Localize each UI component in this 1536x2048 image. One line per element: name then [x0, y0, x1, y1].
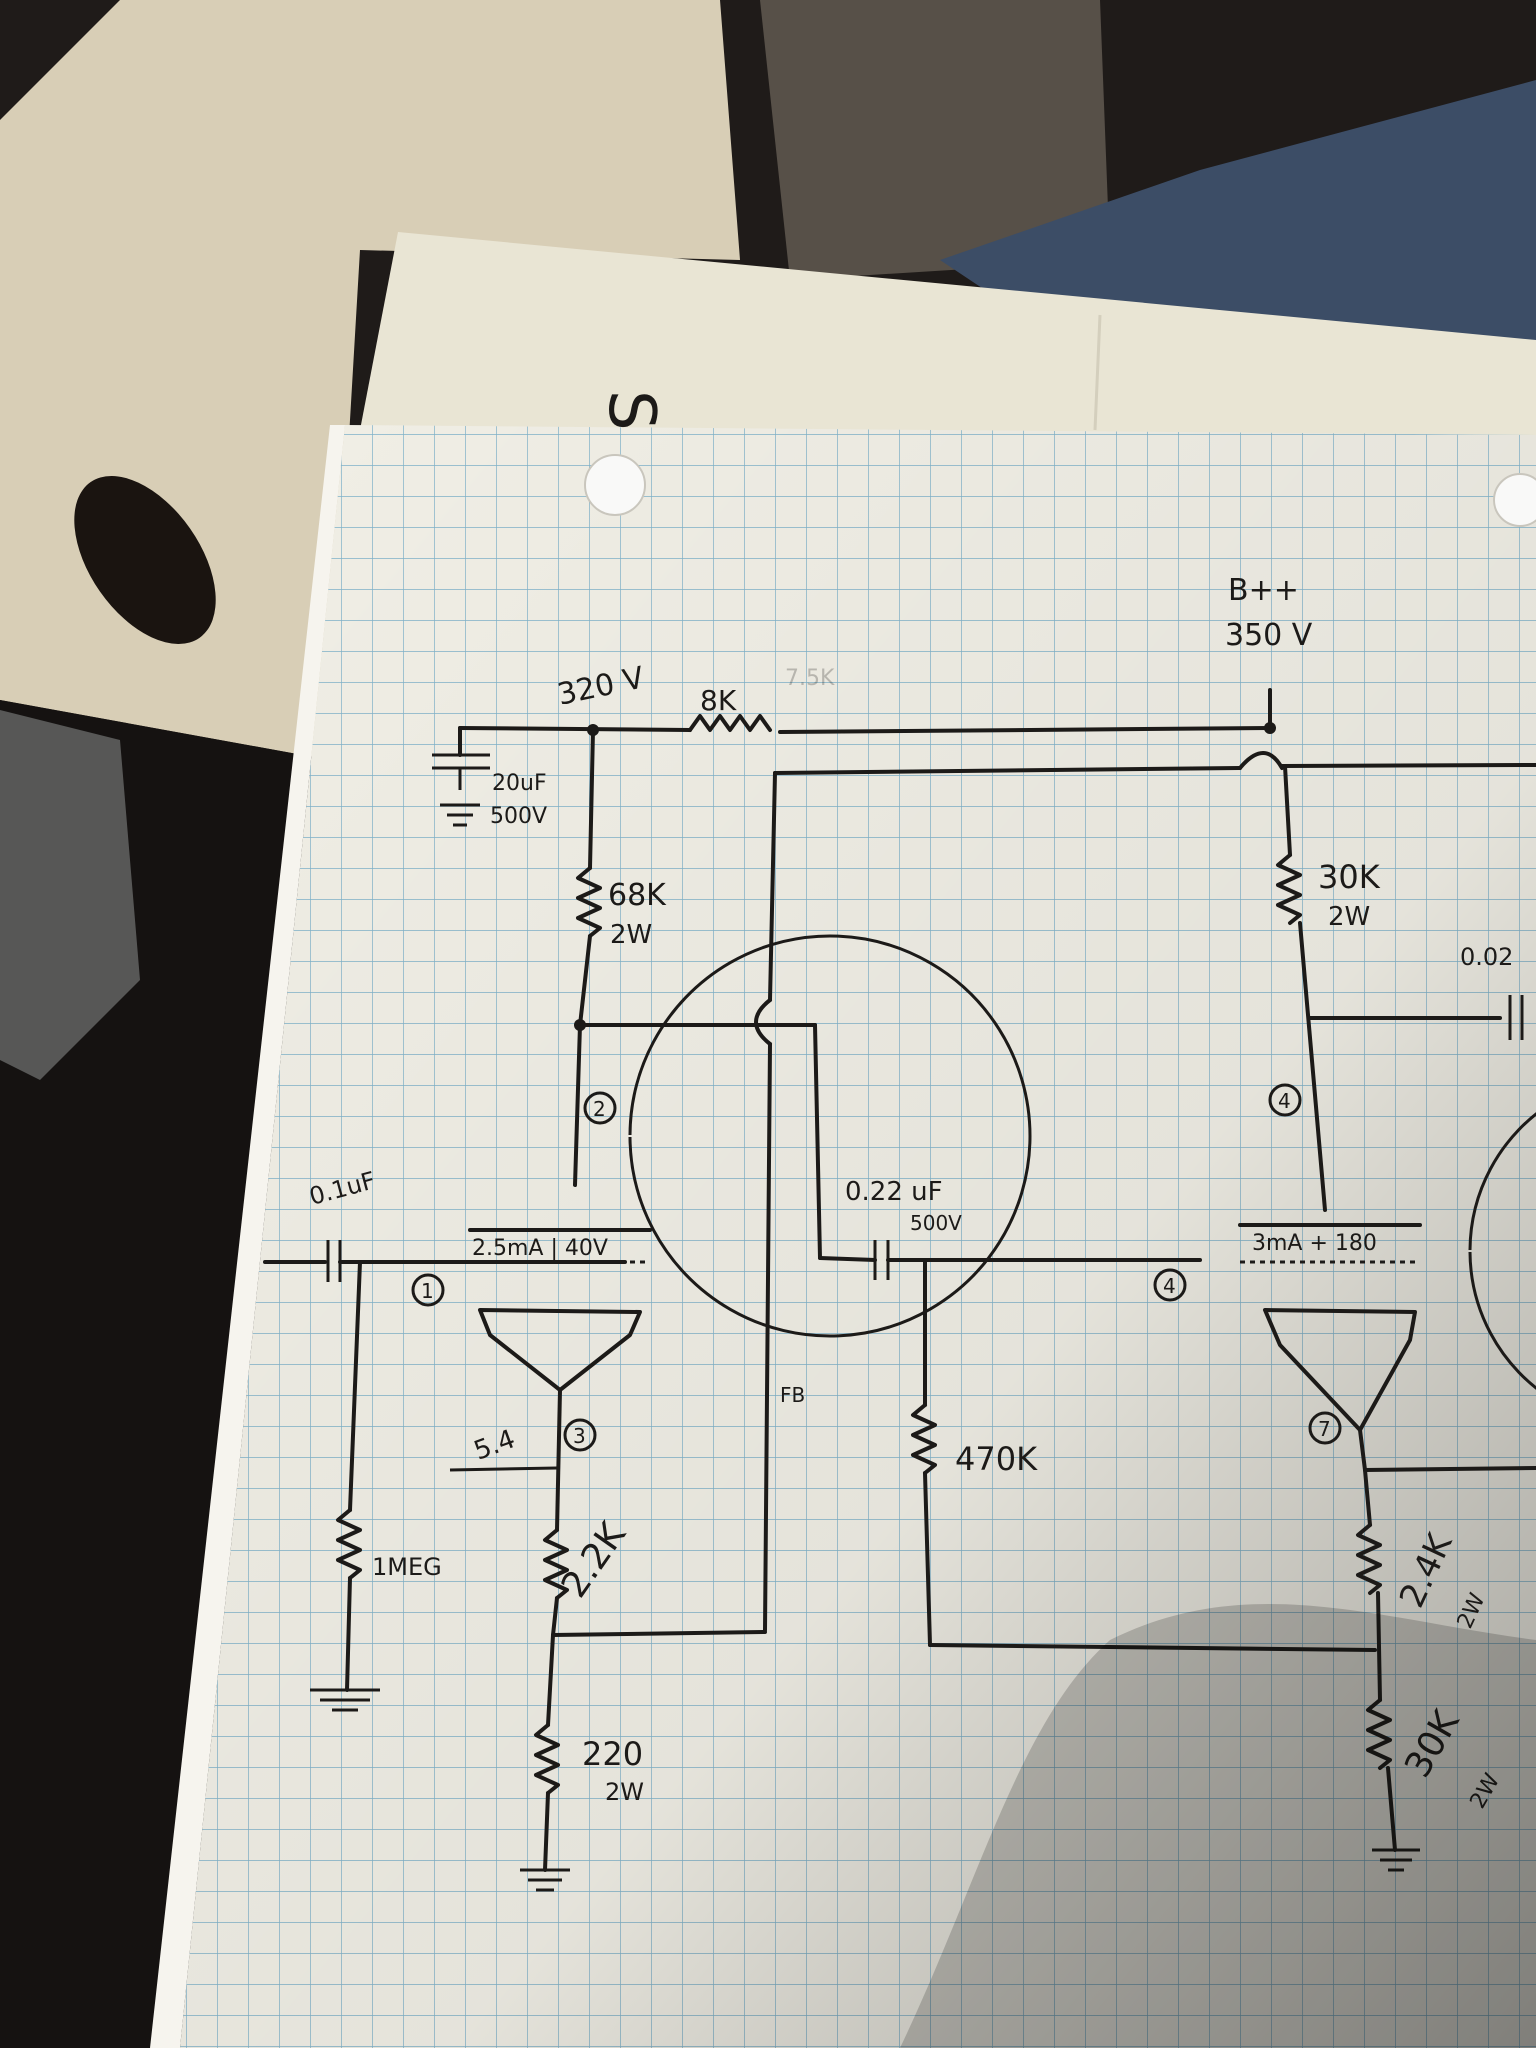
pin-markers: [411, 1083, 1342, 1452]
grid-resistor-2-label: 470K: [955, 1440, 1038, 1478]
plate-resistor-1-watt-label: 2W: [610, 920, 652, 950]
coupling-cap-value-label: 0.22 uF: [845, 1177, 943, 1207]
jeans: [940, 80, 1536, 350]
tube-1-operating-label: 2.5mA | 40V: [472, 1236, 608, 1261]
coupling-cap-voltage-label: 500V: [910, 1211, 962, 1235]
plate-resistor-1-label: 68K: [608, 878, 667, 913]
desk-hole: [74, 476, 216, 644]
plate-resistor-2-watt-label: 2W: [1328, 902, 1370, 932]
output-cap-label: 0.02: [1460, 943, 1513, 971]
vent-panel: [760, 0, 1110, 280]
tube-2: [1238, 1112, 1536, 1432]
pin-4-label: 4: [1163, 1274, 1176, 1298]
cathode-resistor-1-watt-label: 2W: [605, 1778, 644, 1806]
wiring: [263, 688, 1536, 1892]
plate-resistor-2-label: 30K: [1318, 858, 1381, 896]
pin-1-label: 1: [421, 1279, 434, 1303]
filter-cap-value-label: 20uF: [492, 771, 547, 796]
folder: [360, 232, 1536, 470]
b-plus-voltage-label: 350 V: [1225, 618, 1313, 653]
tube-1: [468, 934, 1032, 1392]
folder-mark: S: [594, 390, 668, 431]
plastic-bag: [0, 710, 140, 1080]
b-plus-label: B++: [1228, 573, 1299, 608]
sheet-edge: [150, 425, 345, 2048]
shadow: [900, 1603, 1536, 2048]
faint-resistor-label: 7.5K: [785, 666, 835, 691]
pin-3-label: 3: [573, 1424, 586, 1448]
component-labels: B++ 350 V 320 V 8K 7.5K 20uF 500V 68K 2W…: [306, 573, 1513, 1813]
punch-hole-right: [1493, 473, 1536, 527]
pin-7-label: 7: [1318, 1417, 1331, 1441]
pin-4b-label: 4: [1278, 1089, 1291, 1113]
grid-resistor-label: 1MEG: [372, 1553, 442, 1581]
pin-2-label: 2: [593, 1097, 606, 1121]
feedback-label: FB: [780, 1383, 805, 1407]
tube-2-operating-label: 3mA + 180: [1252, 1231, 1377, 1256]
series-resistor-label: 8K: [700, 684, 737, 717]
filter-cap-voltage-label: 500V: [490, 804, 547, 829]
punch-hole: [584, 454, 646, 516]
cathode-resistor-1-label: 220: [582, 1735, 643, 1773]
